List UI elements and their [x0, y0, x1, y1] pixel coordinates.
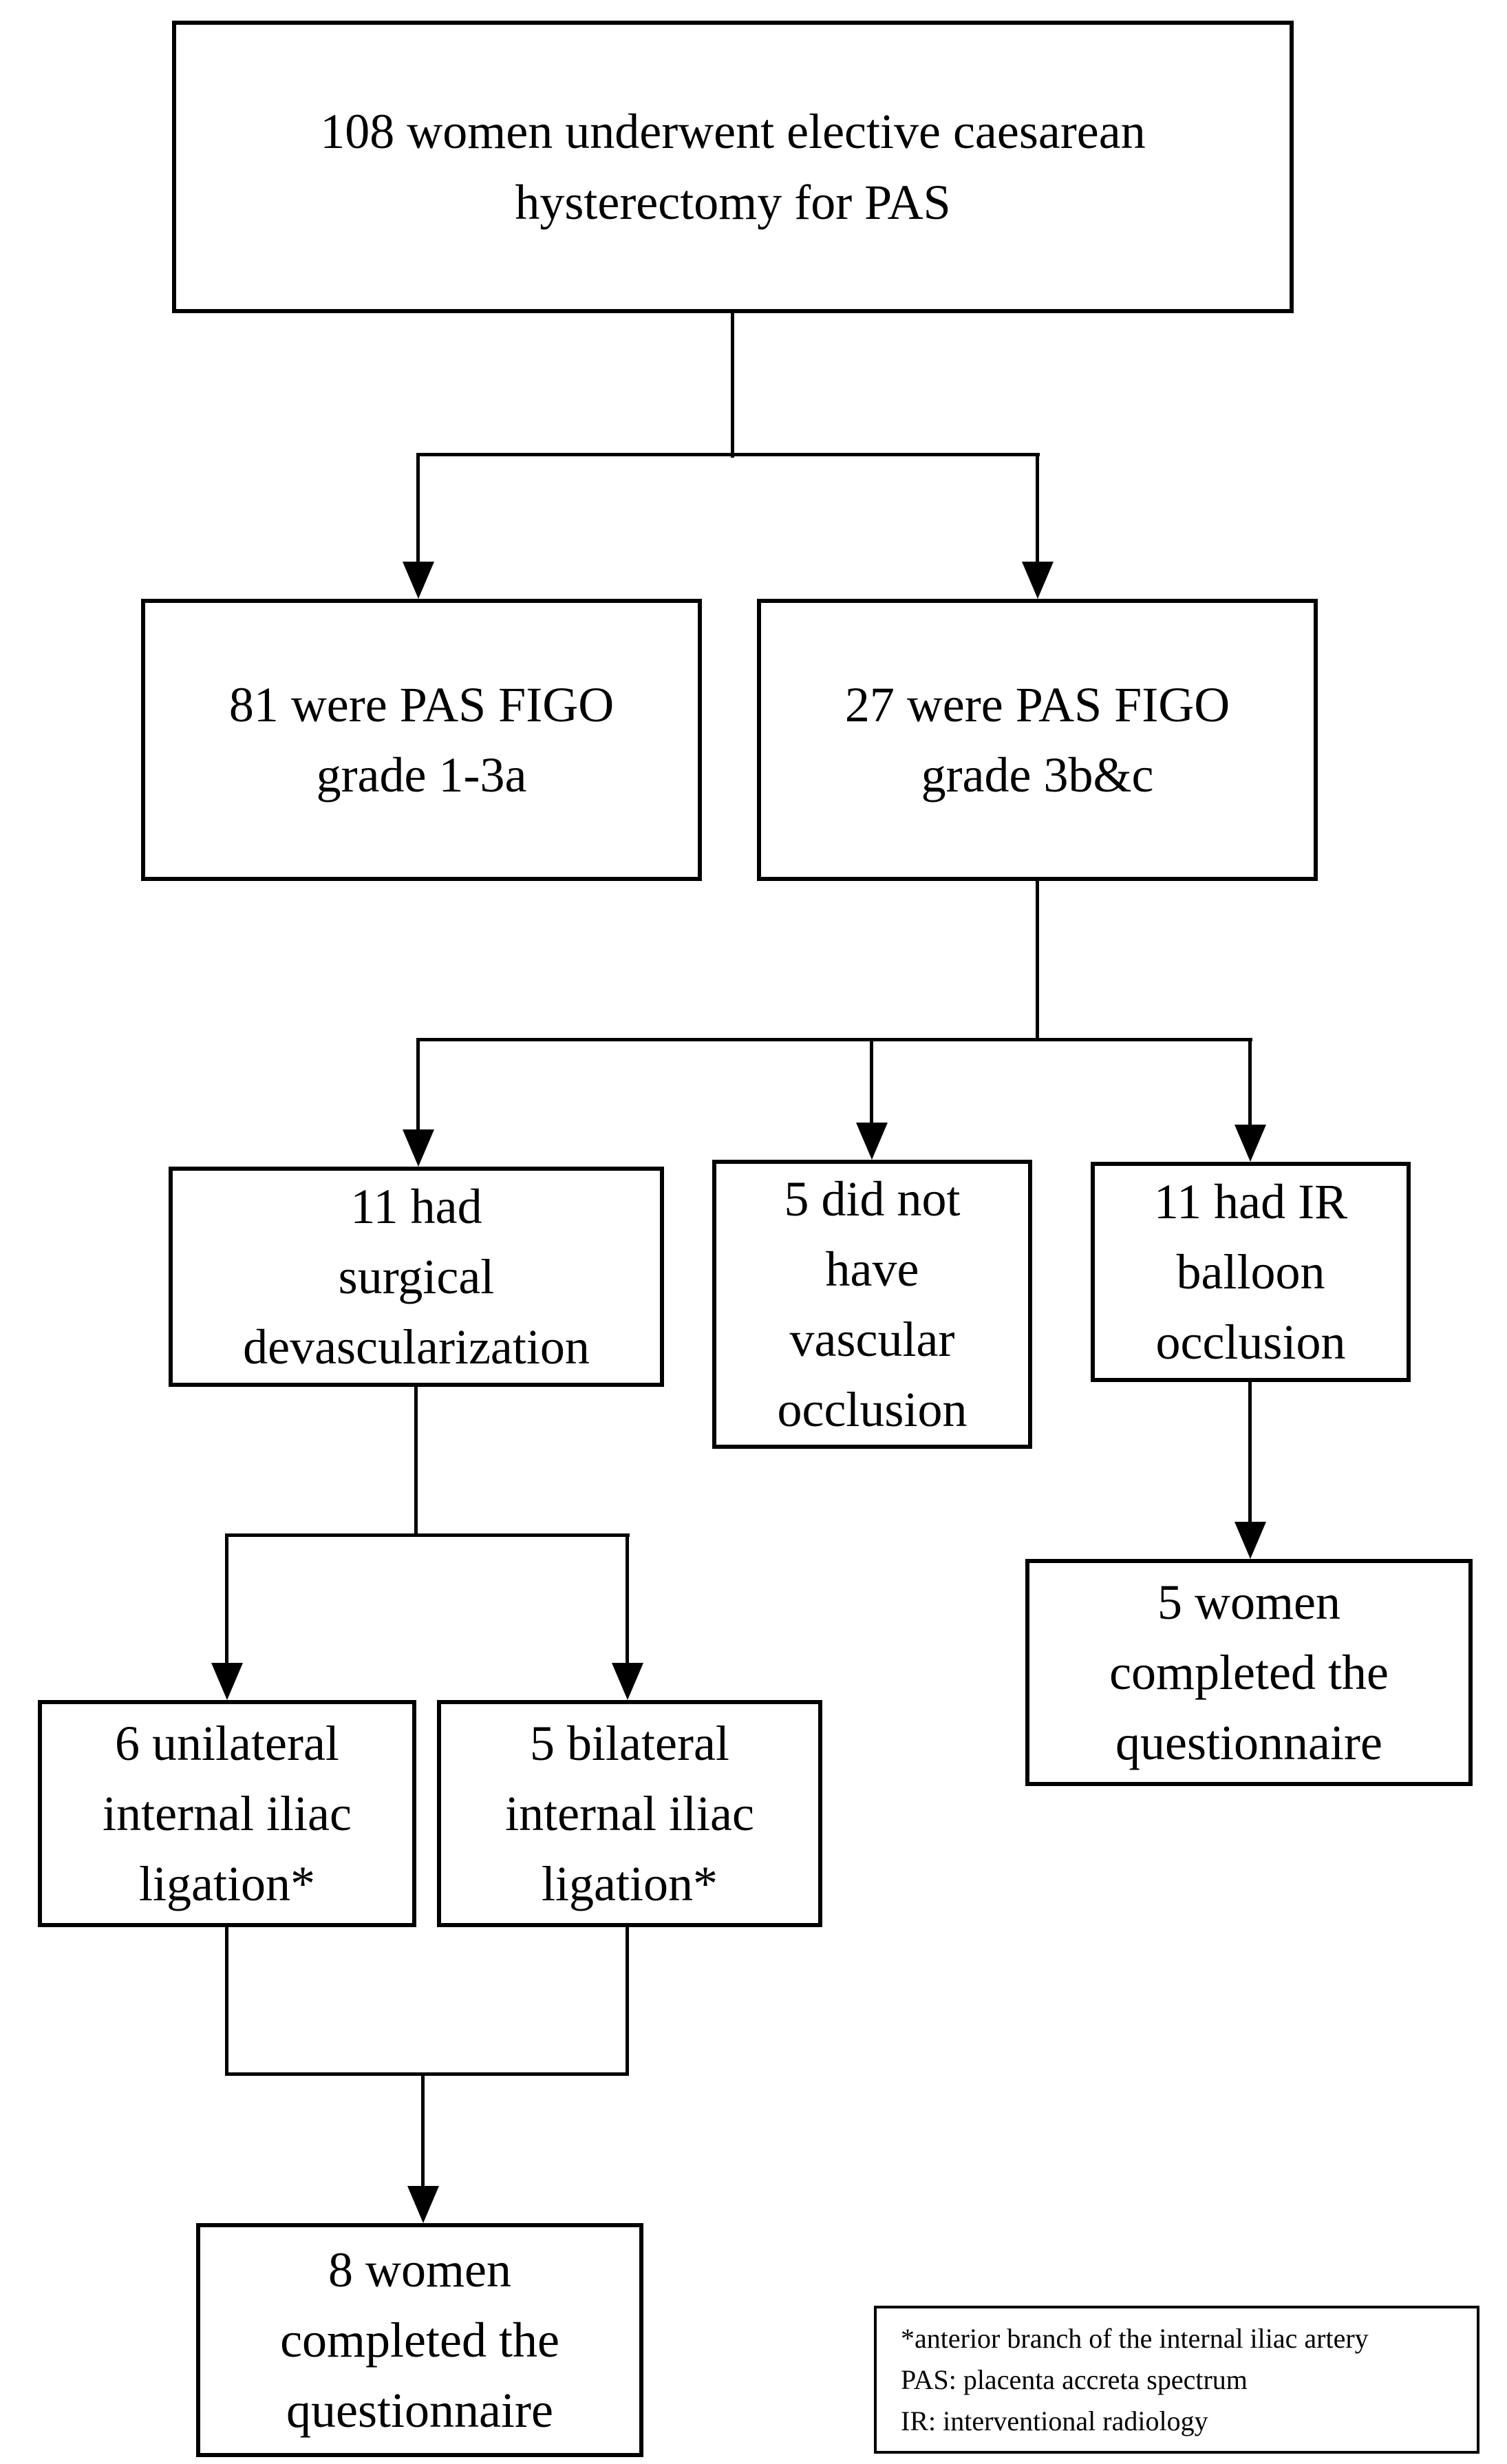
node-bilateral-ligation-text: 5 bilateral internal iliac ligation* [505, 1715, 754, 1912]
node-figo-grade-3bc: 27 were PAS FIGO grade 3b&c [757, 599, 1318, 881]
footnote-line-ir: IR: interventional radiology [901, 2405, 1208, 2436]
node-figo-grade-1-3a: 81 were PAS FIGO grade 1-3a [141, 599, 702, 881]
node-questionnaire-ir-text: 5 women completed the questionnaire [1109, 1574, 1389, 1771]
footnote-legend: *anterior branch of the internal iliac a… [874, 2306, 1479, 2454]
connector-figo-3bc-stem [1036, 881, 1039, 1041]
arrowhead-down-icon [407, 2186, 439, 2223]
footnote-line-asterisk: *anterior branch of the internal iliac a… [901, 2322, 1369, 2354]
arrowhead-down-icon [856, 1123, 888, 1160]
connector-level2-branch [416, 453, 1040, 456]
connector-drop-devascularization [416, 1038, 420, 1131]
connector-ligation-merge [225, 2072, 629, 2076]
node-unilateral-ligation-text: 6 unilateral internal iliac ligation* [103, 1715, 352, 1912]
node-total-women: 108 women underwent elective caesarean h… [172, 21, 1294, 313]
node-no-vascular-occlusion-text: 5 did not have vascular occlusion [777, 1171, 968, 1438]
connector-drop-figo-3bc [1036, 453, 1039, 563]
arrowhead-down-icon [403, 562, 434, 599]
connector-ir-to-questionnaire [1248, 1382, 1252, 1523]
node-total-women-text: 108 women underwent elective caesarean h… [320, 104, 1146, 230]
node-no-vascular-occlusion: 5 did not have vascular occlusion [712, 1160, 1032, 1449]
arrowhead-down-icon [1235, 1125, 1266, 1162]
footnote-line-pas: PAS: placenta accreta spectrum [901, 2364, 1248, 2395]
node-unilateral-ligation: 6 unilateral internal iliac ligation* [38, 1700, 416, 1927]
arrowhead-down-icon [211, 1663, 243, 1700]
connector-drop-ir-balloon [1248, 1038, 1252, 1126]
arrowhead-down-icon [1235, 1522, 1266, 1559]
node-surgical-devascularization: 11 had surgical devascularization [169, 1167, 664, 1387]
node-questionnaire-ligation-text: 8 women completed the questionnaire [280, 2242, 559, 2439]
arrowhead-down-icon [403, 1129, 434, 1167]
connector-merge-to-questionnaire [421, 2072, 425, 2188]
node-ir-balloon-occlusion: 11 had IR balloon occlusion [1091, 1162, 1411, 1382]
connector-level3-branch [416, 1038, 1252, 1041]
connector-drop-bilateral [626, 1533, 629, 1664]
connector-devascularization-stem [414, 1387, 418, 1537]
node-figo-grade-1-3a-text: 81 were PAS FIGO grade 1-3a [228, 677, 614, 803]
node-questionnaire-ligation: 8 women completed the questionnaire [196, 2223, 643, 2457]
node-questionnaire-ir: 5 women completed the questionnaire [1025, 1559, 1473, 1786]
connector-drop-unilateral [225, 1533, 228, 1664]
connector-total-stem [731, 313, 734, 458]
connector-bilateral-down [626, 1927, 629, 2076]
node-bilateral-ligation: 5 bilateral internal iliac ligation* [437, 1700, 822, 1927]
connector-ligation-branch [225, 1533, 630, 1537]
arrowhead-down-icon [1022, 562, 1054, 599]
arrowhead-down-icon [612, 1663, 643, 1700]
connector-unilateral-down [225, 1927, 228, 2076]
node-ir-balloon-occlusion-text: 11 had IR balloon occlusion [1153, 1173, 1348, 1370]
connector-drop-figo-1-3a [416, 453, 420, 563]
node-surgical-devascularization-text: 11 had surgical devascularization [243, 1178, 590, 1375]
connector-drop-no-occlusion [870, 1038, 873, 1124]
node-figo-grade-3bc-text: 27 were PAS FIGO grade 3b&c [844, 677, 1230, 803]
